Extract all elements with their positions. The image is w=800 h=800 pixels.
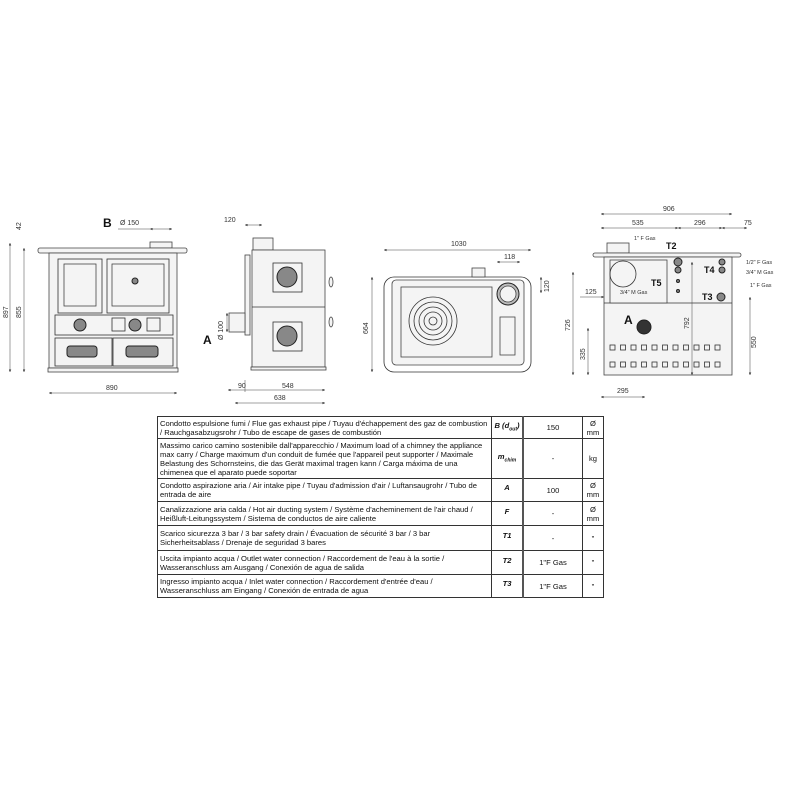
label-a-rear: A [624,313,633,327]
vent-square [714,344,721,351]
row-symbol: T2 [491,550,524,575]
dim-90: 90 [238,383,246,390]
label-a-side: A [203,333,212,347]
row-value: 1"F Gas [522,550,583,575]
vent-square [662,344,668,351]
dim-118: 118 [504,254,515,261]
row-value: 1"F Gas [522,574,583,598]
label-b: B [103,216,112,230]
dim-792: 792 [684,317,691,329]
vent-square [683,361,689,368]
dim-120-side: 120 [224,217,236,224]
vent-square [672,361,679,368]
front-view: B Ø 150 897 855 42 890 [3,216,188,395]
row-unit: " [582,525,604,551]
vent-square [630,361,637,368]
dim-42: 42 [16,222,23,230]
row-unit: " [582,574,604,598]
t3-gas-label: 1" F Gas [750,283,772,289]
table-row: Canalizzazione aria calda / Hot air duct… [157,501,604,526]
specifications-table: Condotto espulsione fumi / Flue gas exha… [157,416,604,598]
dim-75: 75 [744,220,752,227]
dim-897: 897 [3,306,10,318]
table-row: Condotto aspirazione aria / Air intake p… [157,478,604,502]
dim-535: 535 [632,220,644,227]
dim-855: 855 [16,306,23,318]
row-description: Condotto espulsione fumi / Flue gas exha… [157,416,492,439]
vent-square [651,361,658,368]
t5-gas-label: 3/4" M Gas [620,290,648,296]
dim-726: 726 [565,319,572,331]
row-description: Massimo carico camino sostenibile dall'a… [157,438,492,479]
vent-square [714,361,721,368]
row-symbol: mchim [491,438,524,479]
row-unit: Ø mm [582,478,604,502]
vent-square [662,361,668,368]
dim-890: 890 [106,385,118,392]
row-unit: " [582,550,604,575]
t4-label: T4 [704,265,715,275]
t4-gas-bottom-label: 3/4" M Gas [746,270,774,276]
row-value: 100 [522,478,583,502]
table-row: Scarico sicurezza 3 bar / 3 bar safety d… [157,525,604,551]
dim-295: 295 [617,388,629,395]
row-unit: Ø mm [582,501,604,526]
row-unit: kg [582,438,604,479]
dim-1030: 1030 [451,241,467,248]
t4-gas-top-label: 1/2" F Gas [746,260,772,266]
row-description: Scarico sicurezza 3 bar / 3 bar safety d… [157,525,492,551]
row-symbol: T1 [491,525,524,551]
dim-125: 125 [585,289,597,296]
vent-square [620,361,626,368]
vent-square [651,344,658,351]
dim-296: 296 [694,220,706,227]
row-value: - [522,501,583,526]
t3-label: T3 [702,292,713,302]
vent-square [683,344,689,351]
vent-square [672,344,679,351]
row-description: Uscita impianto acqua / Outlet water con… [157,550,492,575]
dim-906: 906 [663,206,675,213]
rear-view: A 906 535 296 75 1" F Gas T2 1/2" F Gas … [565,206,774,399]
table-row: Massimo carico camino sostenibile dall'a… [157,438,604,479]
vent-square [620,344,626,351]
vent-square [609,344,616,351]
dim-638: 638 [274,395,286,402]
row-description: Condotto aspirazione aria / Air intake p… [157,478,492,502]
row-description: Canalizzazione aria calda / Hot air duct… [157,501,492,526]
dim-550: 550 [751,336,758,348]
vent-square [609,361,616,368]
flue-diameter-label: Ø 150 [120,220,139,227]
row-value: - [522,525,583,551]
vent-square [704,361,710,368]
t2-label: T2 [666,241,677,251]
vent-square [641,344,647,351]
t5-label: T5 [651,278,662,288]
vent-square [704,344,710,351]
side-view: 120 A Ø 100 90 548 638 [203,217,334,405]
top-view: 1030 118 120 664 [363,241,551,373]
dim-120-top: 120 [544,280,551,292]
dim-335: 335 [580,348,587,360]
row-unit: Ø mm [582,416,604,439]
row-symbol: A [491,478,524,502]
vent-square [630,344,637,351]
row-value: - [522,438,583,479]
dim-664: 664 [363,322,370,334]
air-diameter-label: Ø 100 [218,321,225,340]
table-row: Condotto espulsione fumi / Flue gas exha… [157,416,604,439]
table-row: Ingresso impianto acqua / Inlet water co… [157,574,604,598]
dim-548: 548 [282,383,294,390]
row-value: 150 [522,416,583,439]
table-row: Uscita impianto acqua / Outlet water con… [157,550,604,575]
row-symbol: T3 [491,574,524,598]
row-symbol: F [491,501,524,526]
t2-gas-label: 1" F Gas [634,236,656,242]
vent-square [693,361,700,368]
row-description: Ingresso impianto acqua / Inlet water co… [157,574,492,598]
row-symbol: B (dout) [491,416,524,439]
vent-square [641,361,647,368]
vent-square [693,344,700,351]
